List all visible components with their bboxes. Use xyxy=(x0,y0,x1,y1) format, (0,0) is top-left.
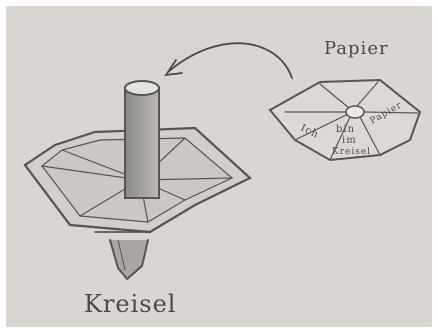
top-tip xyxy=(110,240,148,279)
paper-writing-center-top: bin xyxy=(336,124,355,135)
label-paper: Papier xyxy=(324,38,389,59)
arrow-curve xyxy=(168,43,292,78)
arrow-drawing xyxy=(166,43,292,78)
top-axle xyxy=(125,88,159,198)
paper-writing-center: im xyxy=(342,135,357,146)
spinning-top-drawing xyxy=(25,81,250,279)
label-spinning-top: Kreisel xyxy=(84,290,176,318)
top-axle-opening xyxy=(125,81,159,95)
paper-writing-center-bottom: Kreisel xyxy=(332,147,371,157)
